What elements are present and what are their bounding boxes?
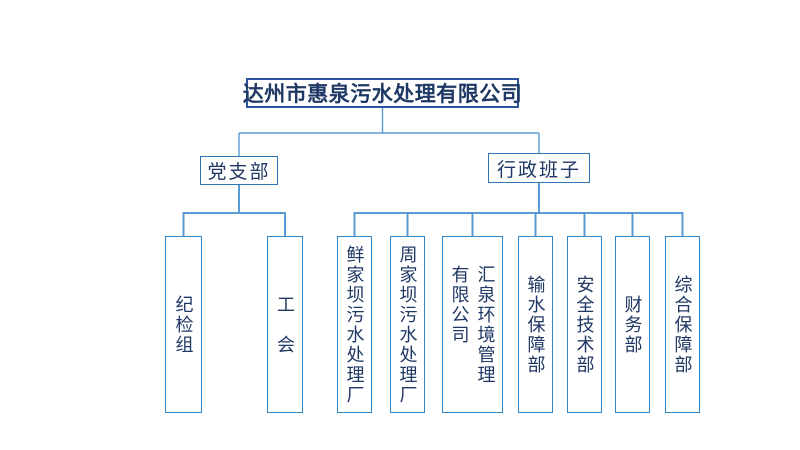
box-discipline-inspection-group: 纪检组 (165, 236, 202, 413)
box-admin-team: 行政班子 (488, 153, 590, 183)
box-label: 汇泉环境管理 有限公司 (449, 264, 496, 385)
company-root-label: 达州市惠泉污水处理有限公司 (242, 83, 523, 106)
box-label: 纪检组 (173, 294, 194, 355)
box-huiquan-environment-company: 汇泉环境管理 有限公司 (442, 236, 503, 413)
box-label: 安全技术部 (574, 274, 595, 375)
box-label: 工 会 (275, 294, 295, 355)
box-labor-union: 工 会 (267, 236, 303, 413)
box-safety-technology-dept: 安全技术部 (567, 236, 602, 413)
box-water-supply-support-dept: 输水保障部 (518, 236, 553, 413)
box-company-root: 达州市惠泉污水处理有限公司 (243, 78, 522, 108)
party-branch-label: 党支部 (207, 162, 271, 183)
admin-team-connectors (353, 183, 684, 237)
box-label: 周家坝污水处理厂 (397, 244, 418, 405)
party-branch-connectors (182, 185, 286, 237)
box-general-support-dept: 综合保障部 (665, 236, 700, 413)
box-xianjiaba-sewage-plant: 鲜家坝污水处理厂 (337, 236, 372, 413)
box-party-branch: 党支部 (200, 156, 278, 185)
box-finance-dept: 财务部 (615, 236, 650, 413)
box-label: 鲜家坝污水处理厂 (344, 244, 365, 405)
admin-team-label: 行政班子 (496, 159, 581, 181)
box-zhoujiaba-sewage-plant: 周家坝污水处理厂 (390, 236, 425, 413)
box-label: 输水保障部 (525, 274, 546, 375)
box-label: 财务部 (622, 294, 643, 355)
root-connectors (238, 108, 540, 157)
box-label: 综合保障部 (672, 274, 693, 375)
